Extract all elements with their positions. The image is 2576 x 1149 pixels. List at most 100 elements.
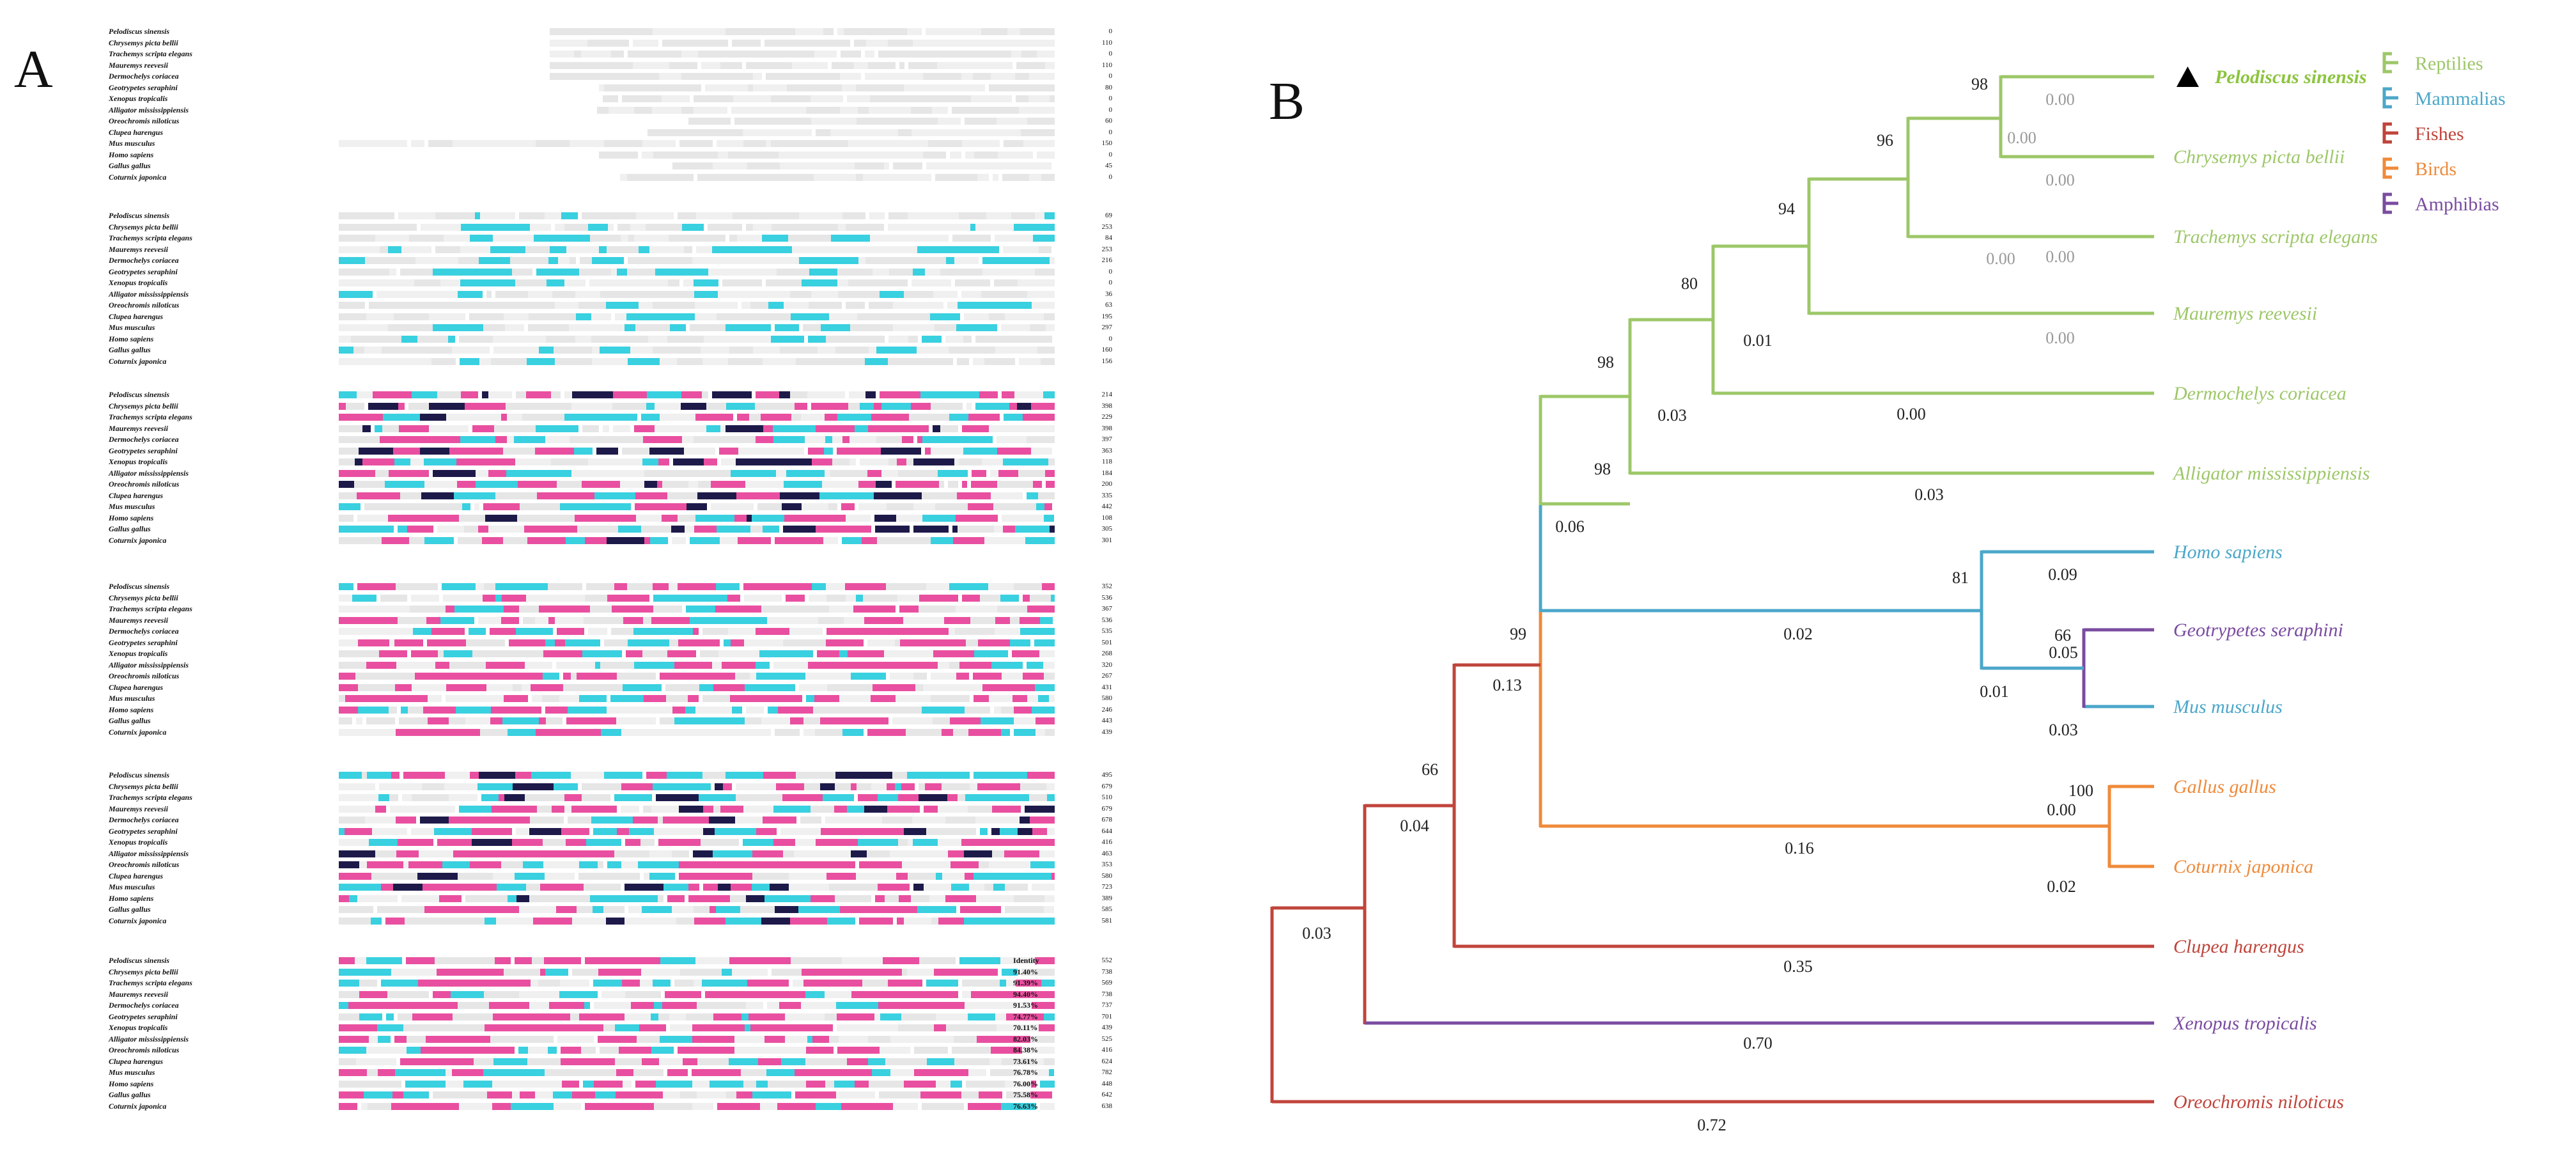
alignment-sequence-track xyxy=(339,246,1055,253)
branch-length-value: 0.00 xyxy=(2045,90,2075,109)
alignment-position-number: 84 xyxy=(1105,234,1112,242)
tree-leaf-label: Clupea harengus xyxy=(2173,936,2304,957)
identity-value: 91.39% xyxy=(1013,978,1038,987)
alignment-position-number: 638 xyxy=(1101,1102,1113,1110)
alignment-sequence-track xyxy=(339,347,1055,354)
panel-label-a: A xyxy=(14,40,53,99)
branch-length-value: 0.04 xyxy=(1400,817,1429,835)
alignment-species-name: Homo sapiens xyxy=(109,705,154,714)
alignment-position-number: 510 xyxy=(1101,793,1113,801)
alignment-species-name: Mauremys reevesii xyxy=(109,423,168,433)
legend-swatch-icon xyxy=(2382,192,2398,214)
alignment-species-name: Homo sapiens xyxy=(109,150,154,159)
bootstrap-value: 98 xyxy=(1594,460,1611,478)
alignment-species-name: Xenopus tropicalis xyxy=(109,94,168,103)
alignment-species-name: Coturnix japonica xyxy=(109,535,167,545)
alignment-sequence-track xyxy=(339,990,1055,998)
alignment-sequence-track xyxy=(339,425,1055,432)
tree-leaf-label: Mauremys reevesii xyxy=(2173,303,2317,324)
alignment-species-name: Trachemys scripta elegans xyxy=(109,412,192,421)
alignment-species-name: Chrysemys picta bellii xyxy=(109,222,178,231)
alignment-species-name: Xenopus tropicalis xyxy=(109,278,168,287)
alignment-sequence-track xyxy=(339,1058,1055,1065)
alignment-position-number: 678 xyxy=(1101,816,1113,824)
alignment-sequence-track xyxy=(339,684,1055,691)
alignment-position-number: 525 xyxy=(1101,1035,1113,1043)
identity-value: 75.58% xyxy=(1013,1090,1038,1099)
alignment-position-number: 353 xyxy=(1101,861,1113,868)
alignment-sequence-track xyxy=(339,129,1055,136)
alignment-species-name: Dermochelys coriacea xyxy=(109,627,179,636)
alignment-row: Pelodiscus sinensis 0 xyxy=(109,27,1131,36)
alignment-species-name: Alligator mississippiensis xyxy=(109,848,189,858)
alignment-position-number: 301 xyxy=(1101,536,1113,544)
bootstrap-value: 100 xyxy=(2068,781,2093,800)
branch-length-value: 0.00 xyxy=(2007,129,2037,147)
alignment-species-name: Mus musculus xyxy=(109,323,155,332)
alignment-position-number: 0 xyxy=(1108,27,1113,35)
alignment-position-number: 701 xyxy=(1101,1012,1113,1020)
alignment-position-number: 442 xyxy=(1101,503,1113,510)
alignment-sequence-track xyxy=(339,695,1055,702)
identity-value: 70.11% xyxy=(1013,1023,1038,1032)
alignment-position-number: 246 xyxy=(1101,705,1113,714)
tree-leaf-label: Oreochromis niloticus xyxy=(2173,1091,2344,1113)
branch-length-value: 0.70 xyxy=(1743,1034,1773,1052)
alignment-sequence-track xyxy=(339,1102,1055,1110)
alignment-sequence-track xyxy=(339,492,1055,499)
alignment-position-number: 0 xyxy=(1108,106,1113,114)
alignment-sequence-track xyxy=(339,872,1055,880)
alignment-sequence-track xyxy=(339,817,1055,824)
alignment-species-name: Trachemys scripta elegans xyxy=(109,49,192,58)
alignment-position-number: 0 xyxy=(1108,334,1113,343)
alignment-species-name: Pelodiscus sinensis xyxy=(109,27,170,36)
branch-length-value: 0.02 xyxy=(1783,625,1813,643)
identity-header: Identity xyxy=(1013,956,1039,965)
alignment-sequence-track xyxy=(339,469,1055,477)
alignment-position-number: 0 xyxy=(1108,72,1113,80)
alignment-position-number: 63 xyxy=(1105,301,1112,309)
alignment-sequence-track xyxy=(339,895,1055,902)
branch-length-value: 0.01 xyxy=(1980,682,2009,701)
alignment-species-name: Homo sapiens xyxy=(109,893,154,903)
alignment-species-name: Gallus gallus xyxy=(109,1090,151,1099)
alignment-position-number: 80 xyxy=(1105,83,1112,91)
alignment-species-name: Oreochromis niloticus xyxy=(109,1045,180,1054)
alignment-species-name: Chrysemys picta bellii xyxy=(109,967,178,976)
alignment-sequence-track xyxy=(339,313,1055,320)
tree-leaf-label: Mus musculus xyxy=(2173,696,2283,717)
alignment-row: Coturnix japonica 301 xyxy=(109,536,1131,545)
alignment-position-number: 118 xyxy=(1101,458,1112,465)
alignment-position-number: 60 xyxy=(1105,117,1112,125)
alignment-position-number: 200 xyxy=(1101,480,1113,488)
alignment-sequence-track xyxy=(339,290,1055,298)
alignment-species-name: Mauremys reevesii xyxy=(109,804,168,813)
alignment-position-number: 0 xyxy=(1108,50,1113,58)
alignment-species-name: Geotrypetes seraphini xyxy=(109,446,178,455)
alignment-species-name: Alligator mississippiensis xyxy=(109,105,189,114)
alignment-species-name: Geotrypetes seraphini xyxy=(109,82,178,92)
alignment-species-name: Pelodiscus sinensis xyxy=(109,390,170,399)
alignment-sequence-track xyxy=(339,1069,1054,1076)
alignment-species-name: Geotrypetes seraphini xyxy=(109,1012,178,1021)
alignment-species-name: Dermochelys coriacea xyxy=(109,256,179,265)
bootstrap-value: 80 xyxy=(1681,274,1698,293)
